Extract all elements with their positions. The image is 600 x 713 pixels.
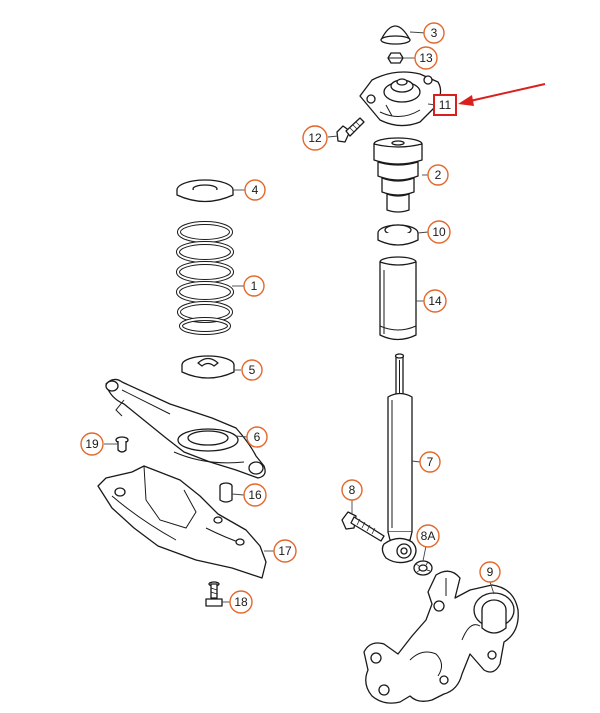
callout-6: 6	[246, 426, 268, 448]
svg-text:14: 14	[428, 294, 442, 308]
clip-screw	[115, 436, 129, 453]
cover-plate	[97, 465, 267, 579]
callout-13: 13	[414, 46, 438, 70]
callout-4: 4	[244, 179, 266, 201]
callout-7: 7	[419, 451, 441, 473]
shock-bolt	[341, 511, 385, 542]
svg-text:11: 11	[439, 98, 452, 112]
callout-8: 8	[341, 479, 363, 501]
callout-10: 10	[427, 220, 451, 244]
shock-absorber	[381, 353, 417, 564]
svg-text:4: 4	[252, 183, 259, 197]
callout-5: 5	[241, 359, 263, 381]
svg-text:8A: 8A	[421, 529, 436, 543]
callout-1: 1	[243, 275, 265, 297]
svg-text:17: 17	[278, 544, 292, 558]
callout-11-highlighted: 11	[433, 94, 457, 116]
strut-mount	[359, 71, 442, 127]
mount-bolt	[336, 117, 365, 143]
upper-spring-pad	[176, 179, 234, 203]
svg-text:9: 9	[487, 565, 494, 579]
callout-17: 17	[273, 539, 297, 563]
svg-text:8: 8	[349, 483, 356, 497]
svg-text:3: 3	[431, 26, 438, 40]
highlight-arrow	[458, 83, 546, 106]
bushing	[219, 482, 233, 503]
svg-text:2: 2	[435, 168, 442, 182]
bump-stop	[373, 137, 423, 213]
lower-control-arm	[105, 378, 266, 479]
dust-cap	[380, 25, 411, 45]
svg-text:7: 7	[427, 455, 434, 469]
svg-text:12: 12	[308, 131, 322, 145]
lower-spring-seat	[181, 355, 235, 379]
leader-lines	[104, 31, 495, 603]
callout-3: 3	[423, 22, 445, 44]
svg-text:5: 5	[249, 363, 256, 377]
svg-text:13: 13	[419, 51, 433, 65]
upper-spring-seat	[377, 224, 419, 246]
washer	[413, 560, 433, 576]
callout-9: 9	[479, 561, 501, 583]
callout-2: 2	[427, 164, 449, 186]
callout-19: 19	[80, 432, 104, 456]
callout-14: 14	[423, 289, 447, 313]
callout-8a: 8A	[416, 524, 440, 548]
plate-bolt	[205, 581, 223, 607]
svg-text:18: 18	[234, 595, 248, 609]
svg-text:19: 19	[85, 437, 99, 451]
svg-text:16: 16	[248, 488, 262, 502]
svg-text:6: 6	[254, 430, 261, 444]
callout-12: 12	[302, 125, 328, 151]
svg-text:1: 1	[251, 279, 258, 293]
top-nut	[387, 52, 404, 64]
callout-16: 16	[243, 483, 267, 507]
callout-18: 18	[229, 590, 253, 614]
wheel-bearing-housing	[363, 570, 519, 704]
protective-tube	[379, 256, 417, 341]
coil-spring	[176, 221, 234, 335]
svg-text:10: 10	[432, 225, 446, 239]
